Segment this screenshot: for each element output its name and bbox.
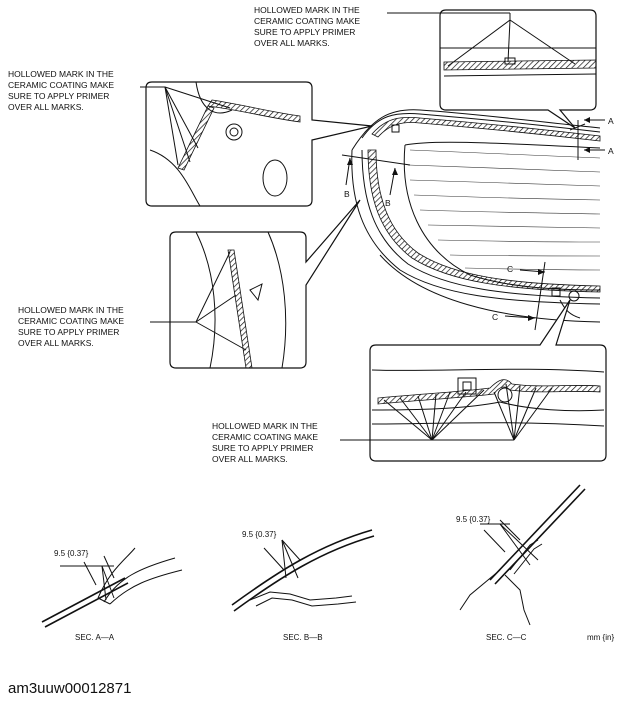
detail-bottom-right xyxy=(340,299,607,462)
callout-top-right: HOLLOWED MARK IN THE CERAMIC COATING MAK… xyxy=(254,5,360,48)
callout-top-left-line1: HOLLOWED MARK IN THE xyxy=(8,69,114,79)
section-a-dimension: 9.5 {0.37} xyxy=(54,549,89,558)
detail-top-left xyxy=(140,81,373,207)
section-c-c: 9.5 {0.37} SEC. C—C xyxy=(456,484,586,642)
marker-c-lower: C xyxy=(492,312,498,322)
callout-top-right-line4: OVER ALL MARKS. xyxy=(254,38,330,48)
callout-mid-left-line4: OVER ALL MARKS. xyxy=(18,338,94,348)
marker-b-left: B xyxy=(344,189,350,199)
callout-top-right-line1: HOLLOWED MARK IN THE xyxy=(254,5,360,15)
callout-bottom-mid-line1: HOLLOWED MARK IN THE xyxy=(212,421,318,431)
callout-bottom-mid-line2: CERAMIC COATING MAKE xyxy=(212,432,318,442)
callout-mid-left-line3: SURE TO APPLY PRIMER xyxy=(18,327,119,337)
callout-bottom-mid-line4: OVER ALL MARKS. xyxy=(212,454,288,464)
section-a-a: 9.5 {0.37} SEC. A—A xyxy=(41,547,183,642)
section-cut-lines: A A B B C C xyxy=(341,116,614,331)
callout-bottom-mid-line3: SURE TO APPLY PRIMER xyxy=(212,443,313,453)
callout-top-left: HOLLOWED MARK IN THE CERAMIC COATING MAK… xyxy=(8,69,114,112)
section-b-label: SEC. B—B xyxy=(283,633,323,642)
section-a-label: SEC. A—A xyxy=(75,633,115,642)
callout-top-left-line3: SURE TO APPLY PRIMER xyxy=(8,91,109,101)
detail-top-right xyxy=(387,9,597,129)
callout-top-left-line2: CERAMIC COATING MAKE xyxy=(8,80,114,90)
marker-b-right: B xyxy=(385,198,391,208)
document-id: am3uuw00012871 xyxy=(8,680,132,697)
section-c-label: SEC. C—C xyxy=(486,633,527,642)
callout-top-right-line2: CERAMIC COATING MAKE xyxy=(254,16,360,26)
section-c-dimension: 9.5 {0.37} xyxy=(456,515,491,524)
callout-bottom-mid: HOLLOWED MARK IN THE CERAMIC COATING MAK… xyxy=(212,421,318,464)
marker-a-upper: A xyxy=(608,116,614,126)
detail-mid-left xyxy=(150,199,361,369)
marker-c-upper: C xyxy=(507,264,513,274)
callout-mid-left: HOLLOWED MARK IN THE CERAMIC COATING MAK… xyxy=(18,305,124,348)
section-b-b: 9.5 {0.37} SEC. B—B xyxy=(231,529,375,642)
callout-top-left-line4: OVER ALL MARKS. xyxy=(8,102,84,112)
unit-note: mm {in} xyxy=(587,633,614,642)
callout-top-right-line3: SURE TO APPLY PRIMER xyxy=(254,27,355,37)
callout-mid-left-line1: HOLLOWED MARK IN THE xyxy=(18,305,124,315)
marker-a-lower: A xyxy=(608,146,614,156)
callout-mid-left-line2: CERAMIC COATING MAKE xyxy=(18,316,124,326)
section-b-dimension: 9.5 {0.37} xyxy=(242,530,277,539)
rear-window-view xyxy=(351,109,601,323)
